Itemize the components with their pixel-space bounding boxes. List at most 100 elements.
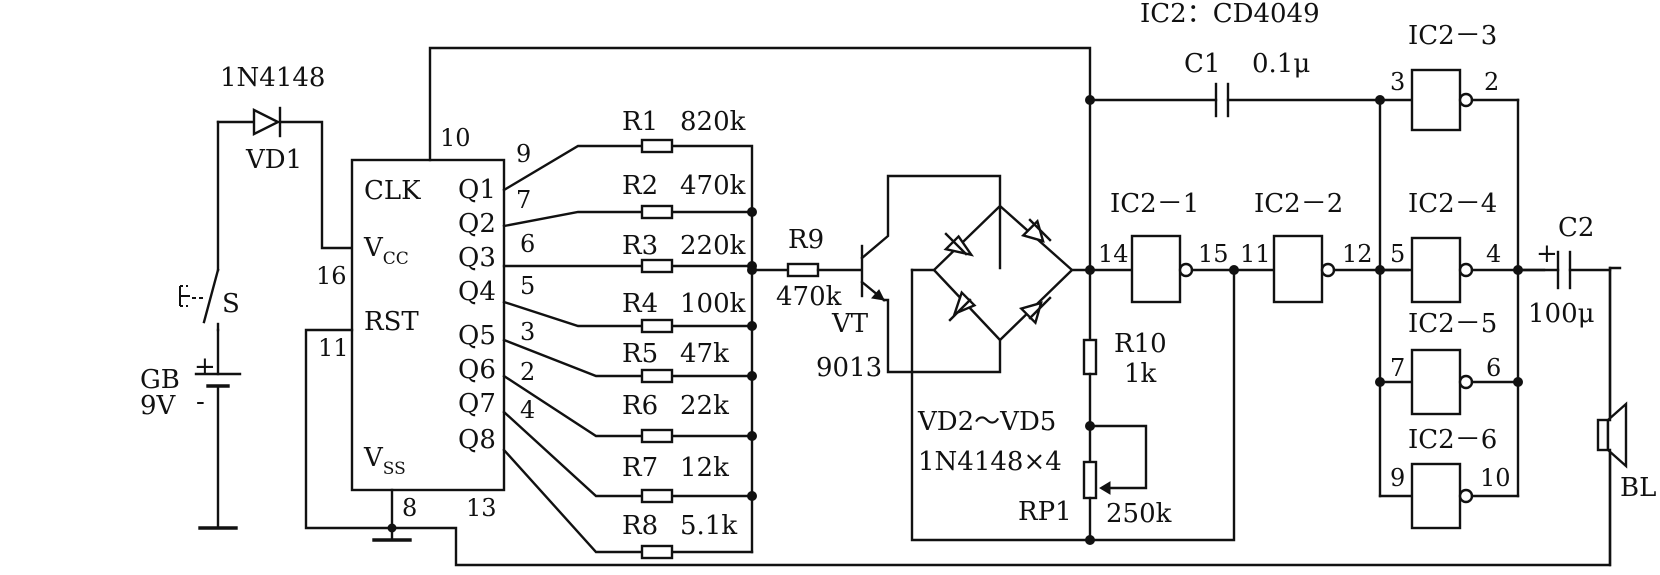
resistor-r8 [640, 544, 674, 560]
capacitor-c2-value: 100μ [1528, 299, 1595, 329]
counter-pinnum-clk: 10 [440, 124, 471, 152]
gate-ic2-4-pin-in: 5 [1390, 240, 1405, 268]
gate-ic2-5: IC2－5 7 6 [1390, 309, 1520, 416]
counter-wiring [304, 46, 1622, 567]
battery-minus-sign: - [196, 387, 205, 417]
counter-pinnum-q5: 3 [520, 318, 535, 346]
diode-vd1-ref: VD1 [245, 145, 302, 175]
resistor-r2-value: 470k [680, 171, 746, 201]
resistor-r6-ref: R6 [622, 391, 658, 421]
counter-pinnum-q4: 5 [520, 272, 535, 300]
capacitor-c1: C1 0.1μ [1088, 49, 1382, 118]
speaker-bl: BL [1596, 266, 1656, 567]
resistor-ladder: R1 820k R2 470k R3 220k R4 100k R5 47k R… [502, 107, 757, 560]
resistor-r4 [640, 318, 674, 334]
resistor-r1-ref: R1 [622, 107, 658, 137]
schematic-title: IC2：CD4049 [1140, 0, 1320, 29]
resistor-r7-value: 12k [680, 453, 729, 483]
counter-output-q8: Q8 [458, 425, 496, 455]
feedback-network: R10 1k RP1 250k [1018, 95, 1236, 545]
resistor-r4-value: 100k [680, 289, 746, 319]
transistor-ref: VT [831, 309, 869, 339]
capacitor-c2-plus-sign: + [1536, 239, 1558, 269]
gate-ic2-1: IC2－1 14 15 [1088, 189, 1276, 304]
transistor-vt: VT 9013 [816, 174, 1002, 383]
resistor-r4-ref: R4 [622, 289, 658, 319]
resistor-r3-value: 220k [680, 231, 746, 261]
capacitor-c2-ref: C2 [1558, 213, 1594, 243]
counter-pin-vcc: VCC [363, 233, 409, 269]
resistor-r3-ref: R3 [622, 231, 658, 261]
resistor-r10 [1082, 338, 1098, 376]
counter-output-q6: Q6 [458, 355, 496, 385]
transistor-part: 9013 [816, 353, 882, 383]
gate-ic2-5-pin-in: 7 [1390, 354, 1405, 382]
gate-ic2-1-pin-in: 14 [1098, 240, 1129, 268]
gate-ic2-6-pin-in: 9 [1390, 464, 1405, 492]
gate-ic2-6-ref: IC2－6 [1408, 425, 1497, 455]
resistor-r8-ref: R8 [622, 511, 658, 541]
resistor-r6-value: 22k [680, 391, 729, 421]
counter-pin-clk: CLK [364, 176, 421, 206]
switch-s: S [179, 120, 240, 332]
counter-output-q5: Q5 [458, 321, 496, 351]
resistor-r10-ref: R10 [1114, 329, 1167, 359]
resistor-r1-value: 820k [680, 107, 746, 137]
gate-ic2-3-ref: IC2－3 [1408, 21, 1497, 51]
parallel-input-bus [1375, 95, 1414, 498]
gate-ic2-4: IC2－4 5 4 [1390, 189, 1546, 304]
resistor-r8-value: 5.1k [680, 511, 737, 541]
counter-pinnum-vcc: 16 [316, 262, 347, 290]
resistor-r9-value: 470k [776, 282, 842, 312]
capacitor-c2: C2 + 100μ [1516, 213, 1612, 329]
resistor-r10-value: 1k [1124, 359, 1157, 389]
battery-gb: GB + 9V - [140, 328, 242, 530]
gate-ic2-3-pin-in: 3 [1390, 68, 1405, 96]
counter-output-q3: Q3 [458, 243, 496, 273]
bridge-rectifier: VD2～VD5 1N4148×4 [910, 204, 1092, 542]
potentiometer-rp1 [1082, 460, 1098, 500]
counter-output-q7: Q7 [458, 389, 496, 419]
gate-ic2-6: IC2－6 9 10 [1390, 425, 1520, 530]
gate-ic2-2-pin-in: 11 [1240, 240, 1271, 268]
counter-pinnum-vss: 8 [402, 494, 417, 522]
gate-ic2-2: IC2－2 11 12 [1240, 189, 1410, 304]
resistor-r3 [640, 258, 674, 274]
diode-vd1-part: 1N4148 [220, 63, 325, 93]
counter-output-q1: Q1 [458, 175, 496, 205]
battery-plus-sign: + [194, 352, 216, 382]
battery-voltage: 9V [140, 391, 177, 421]
gate-ic2-6-pin-out: 10 [1480, 464, 1511, 492]
diode-vd1: 1N4148 VD1 [216, 63, 354, 250]
capacitor-c1-value: 0.1μ [1252, 49, 1310, 79]
counter-pinnum-q2: 7 [516, 186, 531, 214]
counter-pin-vss: VSS [363, 443, 406, 479]
gate-ic2-1-ref: IC2－1 [1110, 189, 1199, 219]
resistor-r6 [640, 428, 674, 444]
counter-pinnum-rst: 11 [318, 334, 349, 362]
counter-pinnum-q3: 6 [520, 230, 535, 258]
speaker-ref: BL [1620, 473, 1656, 503]
capacitor-c1-ref: C1 [1184, 49, 1220, 79]
resistor-r1 [640, 138, 674, 154]
resistor-r5-ref: R5 [622, 339, 658, 369]
gate-ic2-4-pin-out: 4 [1486, 240, 1501, 268]
parallel-output-bus [1513, 98, 1523, 498]
resistor-r5-value: 47k [680, 339, 729, 369]
gate-ic2-5-pin-out: 6 [1486, 354, 1501, 382]
switch-ref: S [222, 289, 240, 319]
counter-pinnum-q8: 13 [466, 494, 497, 522]
counter-output-q4: Q4 [458, 277, 496, 307]
resistor-r9-branch: R9 470k [747, 225, 862, 312]
counter-pinnum-q7: 4 [520, 396, 535, 424]
resistor-r2-ref: R2 [622, 171, 658, 201]
gate-ic2-3-pin-out: 2 [1484, 68, 1499, 96]
resistor-r7 [640, 488, 674, 504]
counter-ic: CLK VCC RST VSS Q1 Q2 Q3 Q4 Q5 Q6 Q7 Q8 … [316, 124, 535, 522]
gate-ic2-1-pin-out: 15 [1198, 240, 1229, 268]
gate-ic2-2-ref: IC2－2 [1254, 189, 1343, 219]
potentiometer-value: 250k [1106, 499, 1172, 529]
resistor-r9 [786, 262, 820, 278]
resistor-r5 [640, 368, 674, 384]
